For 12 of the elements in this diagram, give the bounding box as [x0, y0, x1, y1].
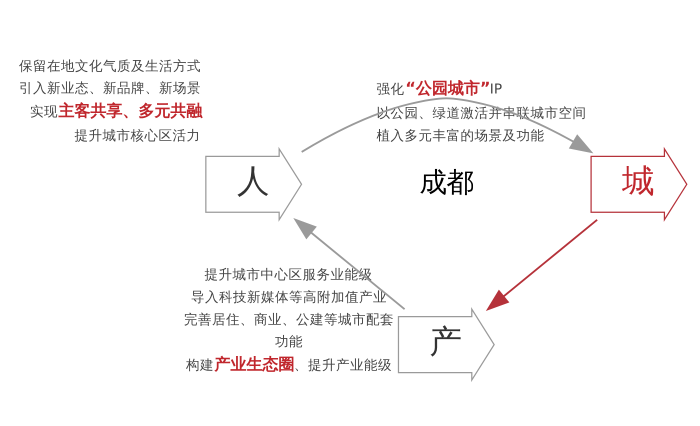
node-label: 完善居住、商业、公建等城市配套功能 — [184, 311, 394, 350]
label: 成都 — [419, 166, 474, 198]
node-label: 导入科技新媒体等高附加值产业 — [190, 288, 387, 305]
arrow — [301, 96, 594, 153]
node-label: 构建产业生态圈、提升产业能级 — [186, 354, 392, 373]
arrow — [293, 218, 406, 310]
node-label: 提升城市核心区活力 — [74, 127, 201, 144]
node-label: 强化“公园城市”IP — [376, 78, 502, 97]
node-label: 实现主客共享、多元共融 — [30, 100, 203, 120]
arrow — [486, 218, 598, 310]
node-label: 引入新业态、新品牌、新场景 — [18, 80, 201, 96]
node-label: 保留在地文化气质及生活方式 — [18, 58, 201, 74]
